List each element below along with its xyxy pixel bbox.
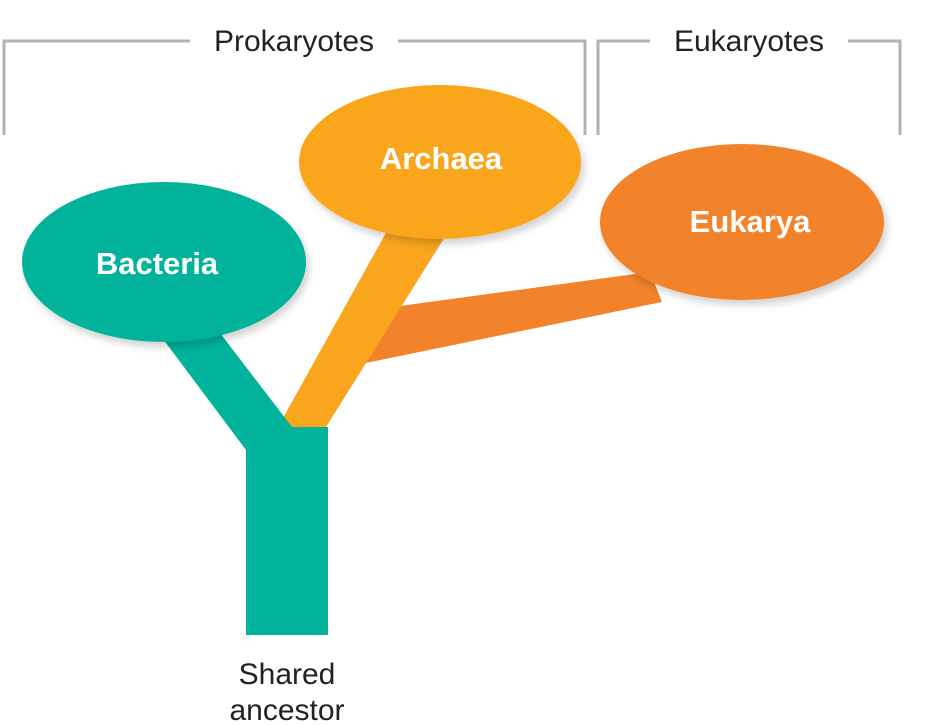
eukarya-label: Eukarya xyxy=(690,204,811,239)
shared-ancestor-label-line2: ancestor xyxy=(229,694,344,725)
shared-ancestor-trunk xyxy=(246,427,328,635)
archaea-node xyxy=(299,85,581,239)
eukaryotes-bracket xyxy=(596,39,902,135)
eukarya-node xyxy=(600,144,884,300)
eukarya-branch xyxy=(356,272,662,365)
bacteria-label: Bacteria xyxy=(96,246,219,281)
eukaryotes-label: Eukaryotes xyxy=(674,25,824,58)
archaea-label: Archaea xyxy=(380,141,503,176)
bacteria-node xyxy=(22,182,306,342)
bacteria-branch xyxy=(160,333,292,450)
shared-ancestor-label-line1: Shared xyxy=(239,658,336,691)
prokaryotes-bracket xyxy=(2,39,587,135)
prokaryotes-label: Prokaryotes xyxy=(214,25,374,58)
archaea-branch xyxy=(278,222,448,427)
